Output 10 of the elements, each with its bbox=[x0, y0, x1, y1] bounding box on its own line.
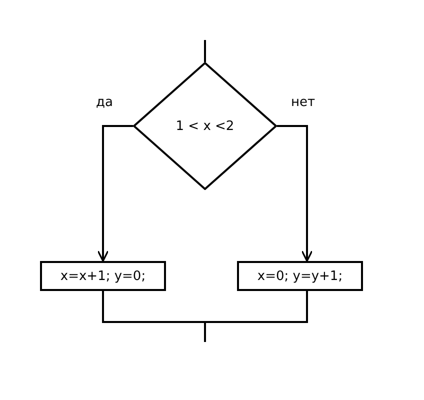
decision-diamond bbox=[133, 62, 277, 190]
connector-line bbox=[204, 40, 206, 62]
node-text: x=x+1; y=0; bbox=[60, 268, 146, 284]
process-box bbox=[237, 261, 363, 291]
arrow bbox=[97, 125, 133, 262]
node-text: 1 < x <2 bbox=[176, 118, 234, 134]
connector-line bbox=[204, 291, 308, 342]
process-box bbox=[40, 261, 166, 291]
node-text: x=0; y=y+1; bbox=[257, 268, 343, 284]
arrow bbox=[277, 125, 313, 262]
